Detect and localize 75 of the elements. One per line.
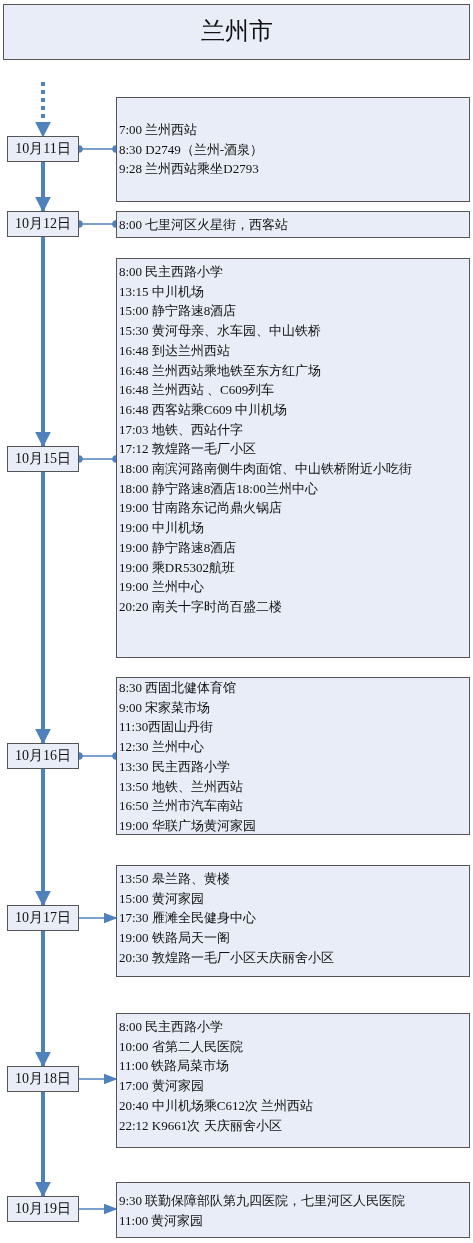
schedule-entry: 17:30 雁滩全民健身中心 [119,909,257,928]
date-box [7,743,79,769]
schedule-entry: 9:30 联勤保障部队第九四医院，七里河区人民医院 [119,1192,407,1210]
arrow [35,769,51,907]
date-box [7,446,79,472]
arrow [35,931,51,1068]
schedule-entry: 8:00 民主西路小学 [119,263,225,281]
schedule-entry: 8:00 七里河区火星街，西客站 [119,216,290,234]
schedule-entry: 11:00 铁路局菜市场 [119,1057,231,1076]
schedule-entry: 19:00 兰州中心 [119,578,205,597]
arrow [78,1073,118,1085]
schedule-box [116,211,470,238]
date-box [7,1066,79,1092]
title-box [3,4,470,60]
schedule-entry: 11:30西固山丹街 [119,718,215,737]
date-box [7,905,79,931]
schedule-box [116,1182,470,1238]
schedule-entry: 20:30 敦煌路一毛厂小区天庆丽舍小区 [119,948,335,967]
schedule-entry: 19:00 静宁路速8酒店 [119,538,238,557]
schedule-entry: 16:48 到达兰州西站 [119,341,231,360]
schedule-entry: 20:20 南关十字时尚百盛二楼 [119,597,283,616]
schedule-entry: 17:03 地铁、西站什字 [119,420,244,439]
schedule-entry: 11:00 黄河家园 [119,1211,205,1230]
schedule-entry: 13:30 民主西路小学 [119,757,231,776]
schedule-entry: 22:12 K9661次 天庆丽舍小区 [119,1116,283,1135]
schedule-entry: 19:00 甘南路东记尚鼎火锅店 [119,499,283,518]
schedule-entry: 19:00 铁路局天一阁 [119,929,231,948]
schedule-entry: 10:00 省第二人民医院 [119,1037,244,1056]
date-box [7,1196,79,1222]
schedule-entry: 16:48 西客站乘C609 中川机场 [119,400,289,419]
date-label: 10月17日 [15,909,71,928]
date-box [7,136,79,162]
schedule-entry: 9:00 宋家菜市场 [119,698,212,717]
schedule-entry: 19:00 乘DR5302航班 [119,558,236,577]
schedule-entry: 15:00 静宁路速8酒店 [119,302,238,321]
date-label: 10月12日 [15,215,71,234]
arrow [35,237,51,448]
arrow [35,1092,51,1198]
schedule-box [116,97,470,202]
schedule-entry: 7:00 兰州西站 [119,121,199,139]
date-label: 10月15日 [15,450,71,469]
schedule-entry: 17:00 黄河家园 [119,1077,205,1096]
schedule-box [116,677,470,835]
schedule-entry: 18:00 静宁路速8酒店18:00兰州中心 [119,479,319,498]
date-label: 10月18日 [15,1070,71,1089]
arrow [35,82,51,138]
arrow [78,912,118,924]
schedule-entry: 15:00 黄河家园 [119,889,205,908]
arrow [35,162,51,213]
schedule-entry: 16:48 兰州西站 、C609列车 [119,381,276,400]
schedule-box [116,1013,470,1148]
schedule-box [116,258,470,658]
schedule-entry: 8:00 民主西路小学 [119,1018,225,1036]
schedule-entry: 8:30 西固北健体育馆 [119,679,238,697]
schedule-entry: 16:50 兰州市汽车南站 [119,797,244,816]
date-label: 10月19日 [15,1200,71,1219]
schedule-entry: 16:48 兰州西站乘地铁至东方红广场 [119,361,322,380]
date-label: 10月11日 [15,140,71,159]
schedule-entry: 19:00 中川机场 [119,519,205,538]
arrow [35,472,51,745]
schedule-entry: 17:12 敦煌路一毛厂小区 [119,440,257,459]
schedule-entry: 18:00 南滨河路南侧牛肉面馆、中山铁桥附近小吃街 [119,460,413,479]
schedule-entry: 9:28 兰州西站乘坐D2793 [119,160,260,179]
schedule-entry: 19:00 华联广场黄河家园 [119,816,257,835]
arrow [78,1203,118,1215]
date-box [7,211,79,237]
schedule-entry: 13:50 皋兰路、黄楼 [119,870,231,888]
schedule-entry: 13:50 地铁、兰州西站 [119,777,244,796]
schedule-entry: 20:40 中川机场乘C612次 兰州西站 [119,1096,315,1115]
date-label: 10月16日 [15,747,71,766]
schedule-entry: 12:30 兰州中心 [119,738,205,757]
schedule-box [116,865,470,977]
schedule-entry: 13:15 中川机场 [119,282,205,301]
schedule-entry: 8:30 D2749（兰州-酒泉） [119,140,265,159]
schedule-entry: 15:30 黄河母亲、水车园、中山铁桥 [119,322,322,341]
